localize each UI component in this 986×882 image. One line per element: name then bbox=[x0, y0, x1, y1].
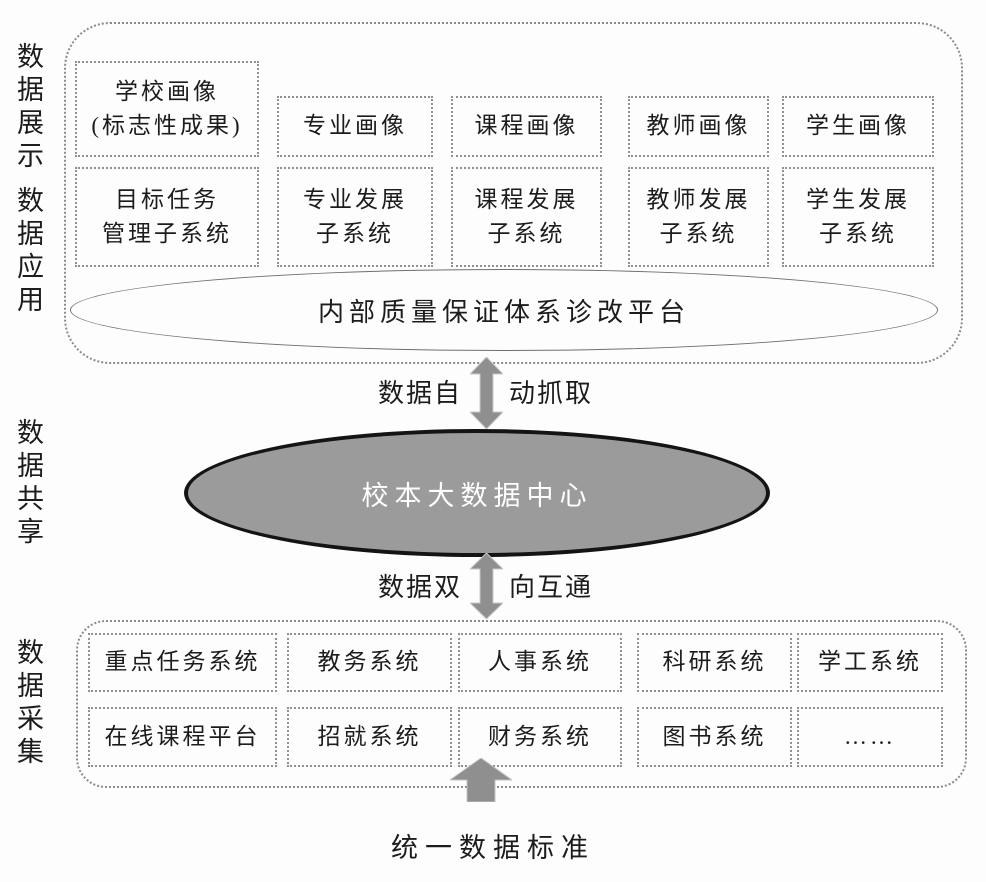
source-system-box: 重点任务系统 bbox=[88, 633, 277, 692]
source-system-box: 图书系统 bbox=[637, 707, 792, 767]
auto-capture-label-right: 动抓取 bbox=[509, 379, 594, 408]
portrait-box: 课程画像 bbox=[451, 96, 602, 157]
portrait-box: 学生画像 bbox=[782, 96, 934, 157]
source-system-box: …… bbox=[797, 707, 943, 767]
source-system-box: 财务系统 bbox=[458, 707, 622, 767]
collection-layer-panel bbox=[76, 620, 967, 788]
subsystem-box: 专业发展 子系统 bbox=[277, 167, 433, 267]
layer-label-data-collection: 数据采集 bbox=[13, 638, 43, 770]
big-data-center-ellipse: 校本大数据中心 bbox=[184, 429, 770, 557]
portrait-box: 专业画像 bbox=[277, 96, 433, 157]
source-system-box: 在线课程平台 bbox=[88, 707, 277, 767]
source-system-box: 教务系统 bbox=[287, 633, 452, 692]
subsystem-box: 学生发展 子系统 bbox=[782, 167, 934, 267]
source-system-box: 科研系统 bbox=[637, 633, 792, 692]
subsystem-box: 课程发展 子系统 bbox=[451, 167, 602, 267]
application-layer-panel bbox=[64, 22, 963, 364]
source-system-box: 学工系统 bbox=[797, 633, 943, 692]
subsystem-box: 目标任务 管理子系统 bbox=[75, 167, 259, 267]
bidirectional-label-left: 数据双 bbox=[377, 573, 462, 602]
subsystem-box: 教师发展 子系统 bbox=[628, 167, 769, 267]
layer-label-data-display: 数据展示 bbox=[13, 42, 43, 174]
source-system-box: 招就系统 bbox=[287, 707, 452, 767]
portrait-box: 学校画像 (标志性成果) bbox=[75, 61, 259, 157]
bidirectional-label-right: 向互通 bbox=[509, 573, 594, 602]
qa-platform-ellipse: 内部质量保证体系诊改平台 bbox=[70, 269, 938, 351]
source-system-box: 人事系统 bbox=[458, 633, 622, 692]
auto-capture-label-left: 数据自 bbox=[377, 379, 462, 408]
data-standard-label: 统一数据标准 bbox=[391, 833, 595, 863]
layer-label-data-application: 数据应用 bbox=[13, 186, 43, 318]
portrait-box: 教师画像 bbox=[628, 96, 769, 157]
data-standard-arrow-icon bbox=[450, 758, 512, 802]
bidirectional-arrow-icon bbox=[470, 553, 503, 619]
auto-capture-arrow-icon bbox=[470, 357, 503, 429]
layer-label-data-sharing: 数据共享 bbox=[13, 418, 43, 550]
